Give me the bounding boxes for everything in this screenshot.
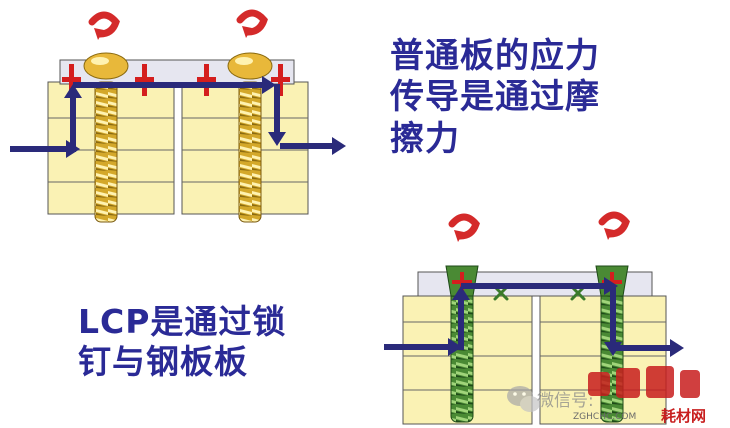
- lcp-caption: LCP是通过锁 钉与钢板板: [78, 302, 287, 382]
- watermark-url: ZGHCHC.COM: [573, 412, 637, 422]
- friction-mark: [62, 64, 290, 96]
- watermark-brand: 耗材网: [661, 407, 707, 425]
- force-flow-arrow: [384, 277, 684, 357]
- watermark-text: 微信号:: [537, 391, 594, 411]
- conventional-plate-diagram: [10, 9, 346, 223]
- force-flow-arrow: [10, 76, 346, 158]
- conventional-screw-right: [227, 52, 273, 223]
- conventional-screw-left: [83, 52, 129, 223]
- curved-rotation-arrow-icon: [598, 211, 630, 240]
- watermark-logo: [588, 366, 700, 398]
- curved-rotation-arrow-icon: [236, 9, 268, 38]
- curved-rotation-arrow-icon: [448, 213, 480, 242]
- curved-rotation-arrow-icon: [88, 11, 120, 40]
- conventional-plate-caption: 普通板的应力 传导是通过摩 擦力: [390, 36, 600, 159]
- wechat-icon: [507, 386, 540, 412]
